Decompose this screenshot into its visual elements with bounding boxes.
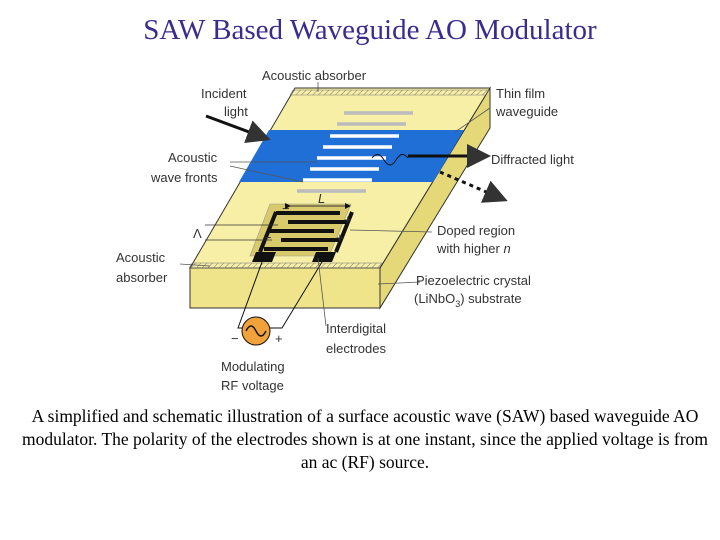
label-thin-film-line-2: waveguide	[495, 104, 558, 119]
diffraction-wave	[371, 154, 409, 166]
label-doped-region-line-1: Doped region	[437, 223, 515, 238]
sine-wave-icon	[245, 325, 267, 337]
label-piezoelectric: Piezoelectric crystal	[416, 273, 531, 288]
interdigital-electrodes	[252, 211, 354, 262]
electrode-sign-3: −	[264, 230, 272, 245]
electrode-sign-4: +	[336, 230, 344, 245]
substrate-subscript: 3	[455, 299, 460, 309]
substrate-front-face	[189, 267, 381, 309]
slide-title: SAW Based Waveguide AO Modulator	[143, 14, 597, 46]
label-wave-fronts-line-1: Acoustic	[168, 150, 218, 165]
label-incident-line-2: light	[224, 104, 248, 119]
acoustic-absorber-bottom-strip	[188, 262, 383, 269]
substrate-prefix: (LiNbO	[414, 291, 455, 306]
lambda-label: Λ	[193, 226, 202, 241]
doped-region-n: n	[503, 241, 510, 256]
acoustic-absorber-top-strip	[289, 89, 490, 96]
figure-caption: A simplified and schematic illustration …	[22, 406, 708, 472]
electrode-sign-1: −	[282, 201, 290, 216]
label-doped-region-line-2: with higher n	[436, 241, 511, 256]
label-absorber-left-line-2: absorber	[116, 270, 168, 285]
wire-right	[268, 261, 323, 329]
rf-minus-sign: −	[231, 331, 239, 346]
label-interdigital-line-2: electrodes	[326, 341, 386, 356]
electrode-sign-2: +	[344, 212, 352, 227]
leader-lines	[179, 82, 491, 327]
label-absorber-left-line-1: Acoustic	[116, 250, 166, 265]
acoustic-wave-fronts	[297, 111, 413, 193]
thin-film-waveguide	[239, 130, 464, 182]
length-label: L	[318, 191, 325, 206]
rf-plus-sign: +	[275, 331, 283, 346]
label-substrate: (LiNbO3) substrate	[414, 291, 522, 309]
doped-region-text: with higher	[436, 241, 503, 256]
label-acoustic-absorber-top: Acoustic absorber	[262, 68, 367, 83]
label-modulating-line-1: Modulating	[221, 359, 285, 374]
label-incident-line-1: Incident	[201, 86, 247, 101]
label-modulating-line-2: RF voltage	[221, 378, 284, 393]
label-thin-film-line-1: Thin film	[496, 86, 545, 101]
label-diffracted-light: Diffracted light	[491, 152, 574, 167]
saw-modulator-diagram: − + − + L Λ − +	[116, 68, 574, 393]
label-wave-fronts-line-2: wave fronts	[150, 170, 218, 185]
label-interdigital-line-1: Interdigital	[326, 321, 386, 336]
incident-light-arrow	[205, 114, 271, 143]
substrate-suffix: ) substrate	[460, 291, 521, 306]
transmitted-light-arrow	[439, 170, 508, 203]
